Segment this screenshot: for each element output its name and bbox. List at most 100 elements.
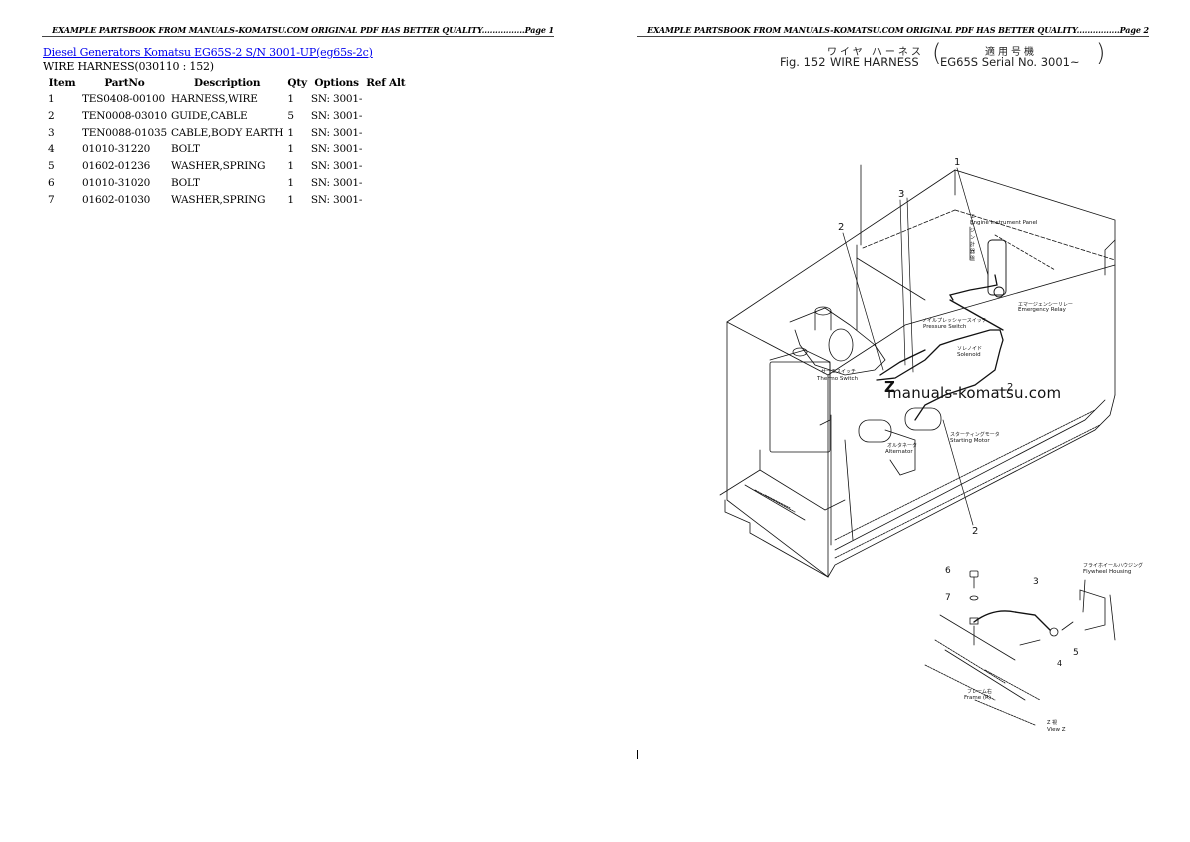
label-jp: フレーム右 (967, 689, 992, 695)
label-view-z: View Z (1047, 727, 1066, 733)
label-jp: Z 視 (1047, 720, 1058, 726)
cell-qty: 1 (287, 176, 294, 189)
col-qty: Qty (287, 77, 307, 89)
table-row: 7 01602-01030 WASHER,SPRING 1 SN: 3001- (44, 193, 407, 210)
applicability-en: EG65S Serial No. 3001~ (940, 55, 1080, 69)
callout-number: 6 (945, 566, 951, 576)
cell-options: SN: 3001- (310, 176, 363, 189)
cell-options: SN: 3001- (310, 160, 363, 173)
label-engine-instrument-panel: Engine Instrument Panel (970, 220, 1038, 226)
z-marker: Z (884, 378, 895, 396)
cell-ref-alt (364, 109, 407, 126)
cell-item: 5 (48, 160, 55, 173)
label-flywheel-housing: Flywheel Housing (1083, 569, 1132, 575)
cell-qty: 5 (287, 109, 294, 122)
cell-partno: TEN0008-03010 (82, 109, 167, 122)
callout-number: 1 (954, 157, 961, 168)
label-jp: ソレノイド (957, 346, 983, 352)
breadcrumb-link-category[interactable]: Diesel Generators Komatsu (43, 46, 191, 59)
cell-partno: 01010-31220 (82, 143, 151, 156)
cell-qty: 1 (287, 160, 294, 173)
label-thermo-switch: Thermo Switch (817, 376, 859, 382)
callout-number: 2 (972, 526, 979, 537)
cell-description: HARNESS,WIRE (170, 93, 258, 105)
table-row: 1 TES0408-00100 HARNESS,WIRE 1 SN: 3001- (44, 92, 407, 109)
col-partno: PartNo (104, 77, 145, 89)
page-2: EXAMPLE PARTSBOOK FROM MANUALS-KOMATSU.C… (595, 0, 1190, 842)
canopy-outline (724, 164, 1116, 578)
cell-item: 2 (48, 109, 55, 122)
breadcrumb: Diesel Generators Komatsu EG65S-2 S/N 30… (43, 46, 373, 59)
view-z-detail (924, 570, 1116, 726)
cell-description: CABLE,BODY EARTH (170, 126, 284, 139)
table-row: 5 01602-01236 WASHER,SPRING 1 SN: 3001- (44, 159, 407, 176)
label-starting-motor: Starting Motor (950, 438, 990, 444)
callout-number: 2 (838, 222, 845, 233)
col-item: Item (48, 77, 76, 89)
label-alternator: Alternator (885, 449, 913, 455)
label-jp: フライホイールハウジング (1083, 563, 1144, 569)
cell-qty: 1 (287, 193, 294, 206)
cell-options: SN: 3001- (310, 193, 363, 206)
cell-item: 4 (48, 143, 55, 156)
leader-lines (842, 167, 1008, 526)
cell-qty: 1 (287, 126, 294, 139)
engine-assembly (719, 306, 942, 546)
table-row: 4 01010-31220 BOLT 1 SN: 3001- (44, 142, 407, 159)
label-solenoid: Solenoid (957, 352, 981, 358)
cell-description: WASHER,SPRING (170, 193, 266, 206)
cell-item: 7 (48, 193, 55, 206)
label-jp: ノイルプレッシャースイッチ (922, 318, 987, 324)
cell-description: BOLT (170, 176, 200, 189)
cell-ref-alt (364, 193, 407, 210)
cell-qty: 1 (287, 93, 294, 105)
cell-partno: TES0408-00100 (82, 93, 165, 105)
cell-options: SN: 3001- (310, 126, 363, 139)
paren-open-icon: ( (932, 39, 942, 67)
cell-qty: 1 (287, 143, 294, 156)
callout-number: 3 (898, 189, 905, 200)
callout-number: 4 (1057, 659, 1063, 668)
table-row: 2 TEN0008-03010 GUIDE,CABLE 5 SN: 3001- (44, 109, 407, 126)
breadcrumb-link-model[interactable]: EG65S-2 S/N 3001-UP(eg65s-2c) (194, 46, 373, 59)
cell-partno: 01602-01236 (82, 160, 151, 173)
cell-options: SN: 3001- (310, 93, 363, 105)
cell-partno: 01010-31020 (82, 176, 151, 189)
cell-item: 6 (48, 176, 55, 189)
paren-close-icon: ) (1096, 39, 1106, 67)
callout-number: 5 (1073, 648, 1079, 658)
page-1: EXAMPLE PARTSBOOK FROM MANUALS-KOMATSU.C… (42, 25, 554, 210)
label-jp: オルタネータ (887, 443, 918, 449)
wire-harness (876, 239, 1007, 421)
table-header-row: Item PartNo Description Qty Options Ref … (44, 76, 407, 92)
figure-label: Fig. 152 (780, 55, 826, 69)
cell-ref-alt (364, 92, 407, 109)
page-header: EXAMPLE PARTSBOOK FROM MANUALS-KOMATSU.C… (42, 25, 554, 37)
cell-item: 1 (48, 93, 55, 105)
cell-description: BOLT (170, 143, 200, 156)
applicability-jp: 適用号機 (985, 47, 1037, 58)
figure-title-en: WIRE HARNESS (830, 55, 919, 69)
label-jp: エマージェンシーリレー (1018, 302, 1073, 308)
col-description: Description (194, 77, 261, 89)
cell-description: WASHER,SPRING (170, 160, 266, 173)
label-jp: スターティングモータ (950, 432, 1000, 438)
label-frame: Frame (R) (964, 695, 991, 701)
parts-table: Item PartNo Description Qty Options Ref … (44, 76, 407, 210)
table-row: 3 TEN0088-01035 CABLE,BODY EARTH 1 SN: 3… (44, 126, 407, 143)
label-jp: サーモスイッチ (821, 369, 857, 375)
cell-ref-alt (364, 159, 407, 176)
cell-options: SN: 3001- (310, 143, 363, 156)
figure-title-jp: ワイヤ ハーネス (827, 47, 924, 58)
label-pressure-switch: Pressure Switch (923, 324, 967, 330)
table-row: 6 01010-31020 BOLT 1 SN: 3001- (44, 176, 407, 193)
callout-number: 3 (1033, 577, 1039, 587)
page-marker (637, 750, 638, 759)
cell-ref-alt (364, 126, 407, 143)
cell-ref-alt (364, 142, 407, 159)
cell-partno: 01602-01030 (82, 193, 151, 206)
label-emergency-relay: Emergency Relay (1018, 307, 1066, 313)
section-title: WIRE HARNESS(030110 : 152) (43, 60, 214, 73)
cell-ref-alt (364, 176, 407, 193)
cell-item: 3 (48, 126, 55, 139)
